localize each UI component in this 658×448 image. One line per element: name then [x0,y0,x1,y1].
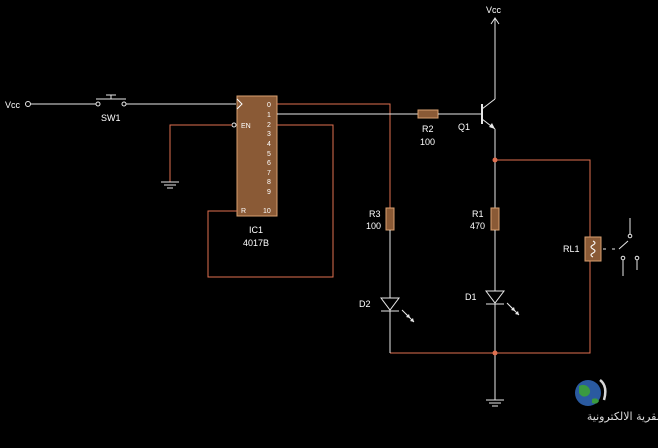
r3-label: R3 [369,209,381,219]
sw1-label: SW1 [101,113,121,123]
ic1-pin-out-4: 4 [267,141,271,148]
ic1-pin-out-7: 7 [267,170,271,177]
watermark-logo: القرية الالكترونية [575,379,658,423]
r2-value: 100 [420,137,435,147]
wire-emitter-relay [495,159,591,240]
ic1-pin-out-10: 10 [263,208,271,215]
q1-label: Q1 [458,122,470,132]
ic1-pin-out-5: 5 [267,151,271,158]
ic1-pin-out-3: 3 [267,131,271,138]
d1-led[interactable] [485,290,520,316]
d2-label: D2 [359,299,371,309]
ic1-label: IC1 [249,225,263,235]
ic1-part-label: 4017B [243,238,269,248]
d1-label: D1 [465,292,477,302]
ground-symbol [486,399,504,407]
rl1-label: RL1 [563,244,580,254]
ic1-pin-out-9: 9 [267,189,271,196]
r3-resistor[interactable] [385,207,395,231]
r1-value: 470 [470,221,485,231]
vcc-left-label: Vcc [5,100,21,110]
ic1-chip[interactable]: EN R 0 1 2 3 4 5 6 7 8 9 10 [231,95,278,217]
d2-led[interactable] [380,297,415,323]
ic1-pin-out-6: 6 [267,160,271,167]
vcc-top-arrow [490,17,500,99]
r1-resistor[interactable] [490,207,500,231]
r1-label: R1 [472,209,484,219]
vcc-top-label: Vcc [486,5,502,15]
globe-logo-icon [575,379,607,406]
vcc-left-terminal[interactable] [25,101,31,107]
wire-reset-loop [207,124,334,278]
wire-vcc-switch [25,101,96,107]
ic1-pin-out-8: 8 [267,179,271,186]
ic1-pin-out-1: 1 [267,112,271,119]
ic1-pin-en: EN [241,123,251,130]
ic1-pin-out-2: 2 [267,122,271,129]
r2-resistor[interactable] [417,109,439,119]
junction-ground [492,350,498,356]
ic1-pin-out-0: 0 [267,102,271,109]
ic1-pin-r: R [241,208,246,215]
r3-value: 100 [366,221,381,231]
sw1-switch[interactable] [95,94,127,107]
r2-label: R2 [422,124,434,134]
wire-en-ground [161,124,232,189]
q1-transistor[interactable] [481,98,496,130]
watermark-text: القرية الالكترونية [587,410,658,423]
wire-relay-return [390,258,591,354]
rl1-relay[interactable] [584,218,640,276]
wire-pin0-r3 [277,103,391,208]
